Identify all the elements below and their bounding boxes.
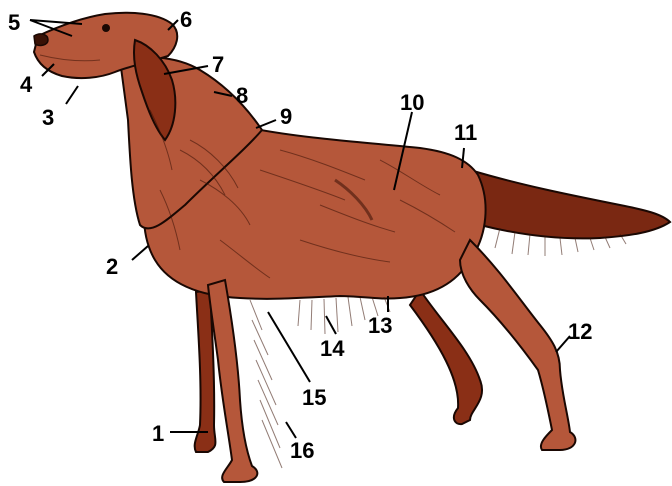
label-1: 1	[152, 421, 164, 446]
label-5: 5	[8, 10, 20, 35]
near-hind-leg	[460, 240, 575, 450]
nose	[34, 34, 48, 45]
label-15: 15	[302, 385, 326, 410]
label-10: 10	[400, 90, 424, 115]
label-4: 4	[20, 72, 33, 97]
label-13: 13	[368, 313, 392, 338]
label-3: 3	[42, 105, 54, 130]
label-16: 16	[290, 438, 314, 463]
leader-15	[268, 312, 310, 382]
label-8: 8	[236, 83, 248, 108]
label-7: 7	[212, 52, 224, 77]
leader-3	[66, 86, 78, 104]
near-front-leg	[208, 280, 257, 482]
far-hind-leg	[410, 290, 482, 424]
leader-2	[132, 246, 148, 260]
eye	[102, 24, 110, 32]
leader-14	[326, 316, 336, 334]
label-6: 6	[180, 7, 192, 32]
dog-illustration	[34, 13, 670, 482]
leader-16	[286, 422, 296, 438]
label-11: 11	[454, 120, 477, 145]
label-9: 9	[280, 104, 292, 129]
leg-feathering	[250, 300, 282, 468]
label-14: 14	[320, 336, 345, 361]
label-12: 12	[568, 319, 592, 344]
label-2: 2	[106, 254, 118, 279]
